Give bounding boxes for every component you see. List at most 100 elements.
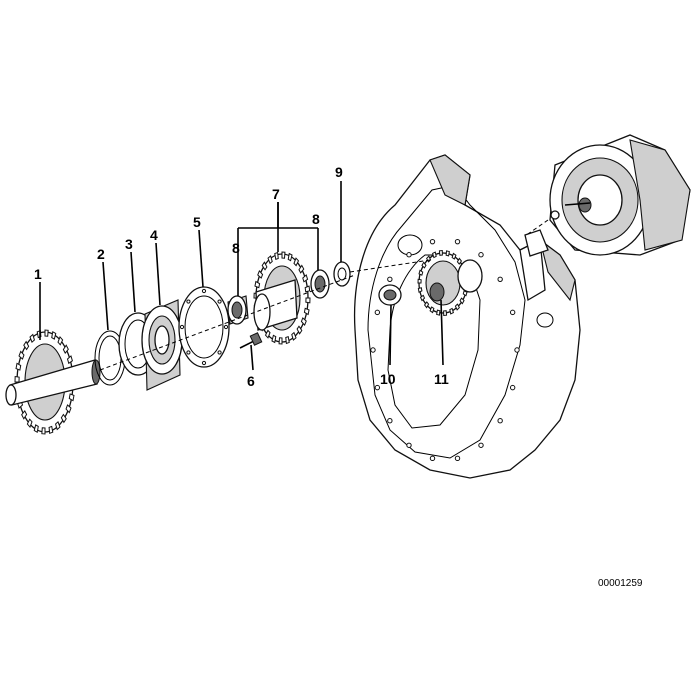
gear-tooth	[18, 350, 25, 360]
callout-11: 11	[434, 371, 449, 387]
gear-tooth	[293, 257, 300, 267]
gear-tooth	[421, 261, 427, 269]
bolt-hole	[201, 360, 207, 366]
bolt-hole	[514, 347, 520, 353]
gear-tooth	[423, 301, 430, 309]
gear-tooth	[21, 410, 28, 420]
callout-9: 9	[335, 164, 343, 180]
bolt-hole	[223, 324, 229, 330]
gear-tooth	[454, 303, 460, 311]
gear-tooth	[281, 251, 286, 259]
gear-tooth	[303, 307, 310, 316]
gear-tooth	[66, 355, 73, 365]
part-10-bush	[378, 284, 402, 306]
part-11-gear-assembly	[417, 249, 483, 317]
gear-tooth	[48, 425, 54, 435]
bolt-hole	[370, 347, 376, 353]
gear-tooth	[429, 306, 435, 314]
part-4-bearing-housing	[141, 299, 183, 391]
gear-tooth	[55, 420, 61, 431]
bolt-hole	[509, 309, 516, 316]
bolt-hole	[186, 299, 191, 304]
bolt-hole	[497, 418, 503, 424]
gear-tooth	[29, 333, 35, 344]
bolt-hole	[497, 276, 503, 282]
bolt-hole	[454, 238, 461, 245]
gear-tooth	[257, 270, 264, 279]
part-8-bearing-right	[310, 269, 330, 299]
callout-2: 2	[97, 246, 105, 262]
callout-5: 5	[193, 214, 201, 230]
part-8-bearing-left	[227, 295, 249, 325]
gear-tooth	[261, 261, 268, 271]
bolt-hole	[387, 276, 393, 282]
gear-tooth	[451, 252, 457, 260]
callout-3: 3	[125, 236, 133, 252]
starter-unit	[549, 134, 691, 256]
gear-tooth	[432, 251, 437, 259]
gear-tooth	[436, 309, 441, 316]
bolt-hole	[179, 324, 185, 330]
bolt-hole	[217, 299, 222, 304]
gear-tooth	[298, 264, 305, 274]
bolt-hole	[374, 384, 381, 391]
gear-tooth	[304, 285, 311, 293]
gear-tooth	[26, 418, 33, 428]
reference-number: 00001259	[598, 578, 643, 589]
callout-1: 1	[34, 266, 42, 282]
gear-tooth	[41, 427, 46, 435]
gear-tooth	[419, 294, 426, 302]
bolt-hole	[429, 238, 436, 245]
callout-8-right: 8	[312, 211, 320, 227]
gear-tooth	[285, 335, 290, 345]
gear-tooth	[68, 393, 75, 402]
gear-tooth	[264, 329, 271, 339]
gear-tooth	[57, 336, 64, 346]
callout-8-left: 8	[232, 240, 240, 256]
bolt-hole	[406, 252, 412, 258]
callout-6: 6	[247, 373, 255, 389]
gear-tooth	[438, 249, 443, 256]
gear-tooth	[287, 252, 293, 262]
callout-labels: 1 2 3 4 5 6 7 8 8 9 10 11	[34, 164, 449, 389]
part-1-gear-shaft	[5, 329, 101, 435]
bolt-hole	[478, 252, 484, 258]
bolt-hole	[387, 418, 393, 424]
callout-4: 4	[150, 227, 158, 243]
gear-tooth	[449, 307, 454, 315]
part-6-bolt	[239, 332, 263, 349]
gear-tooth	[33, 424, 39, 434]
bolt-hole	[454, 455, 461, 462]
bolt-hole	[429, 455, 436, 462]
gear-tooth	[254, 280, 261, 289]
engine-housing	[353, 154, 581, 479]
gear-tooth	[60, 413, 67, 424]
callout-7: 7	[272, 186, 280, 202]
part-5-cover-plate	[178, 286, 230, 368]
bolt-hole	[509, 384, 516, 391]
gear-tooth	[417, 278, 422, 284]
leader-lines	[39, 181, 444, 371]
gear-tooth	[62, 344, 69, 354]
gear-tooth	[302, 274, 309, 283]
callout-10: 10	[380, 371, 396, 387]
gear-tooth	[300, 317, 307, 326]
gear-tooth	[305, 297, 311, 304]
bolt-hole	[186, 350, 191, 355]
gear-tooth	[65, 404, 72, 414]
gear-tooth	[23, 340, 30, 351]
bolt-hole	[374, 309, 381, 316]
part-9-seal-ring	[333, 261, 351, 287]
gear-tooth	[445, 250, 450, 257]
assembly-axis-lines	[99, 219, 549, 371]
bolt-hole	[478, 442, 484, 448]
gear-tooth	[267, 255, 273, 265]
gear-tooth	[417, 287, 423, 293]
gear-tooth	[291, 331, 297, 341]
gear-tooth	[274, 251, 279, 261]
gear-tooth	[459, 297, 465, 305]
gear-tooth	[296, 325, 303, 335]
gear-tooth	[456, 257, 463, 265]
gear-tooth	[271, 334, 277, 344]
